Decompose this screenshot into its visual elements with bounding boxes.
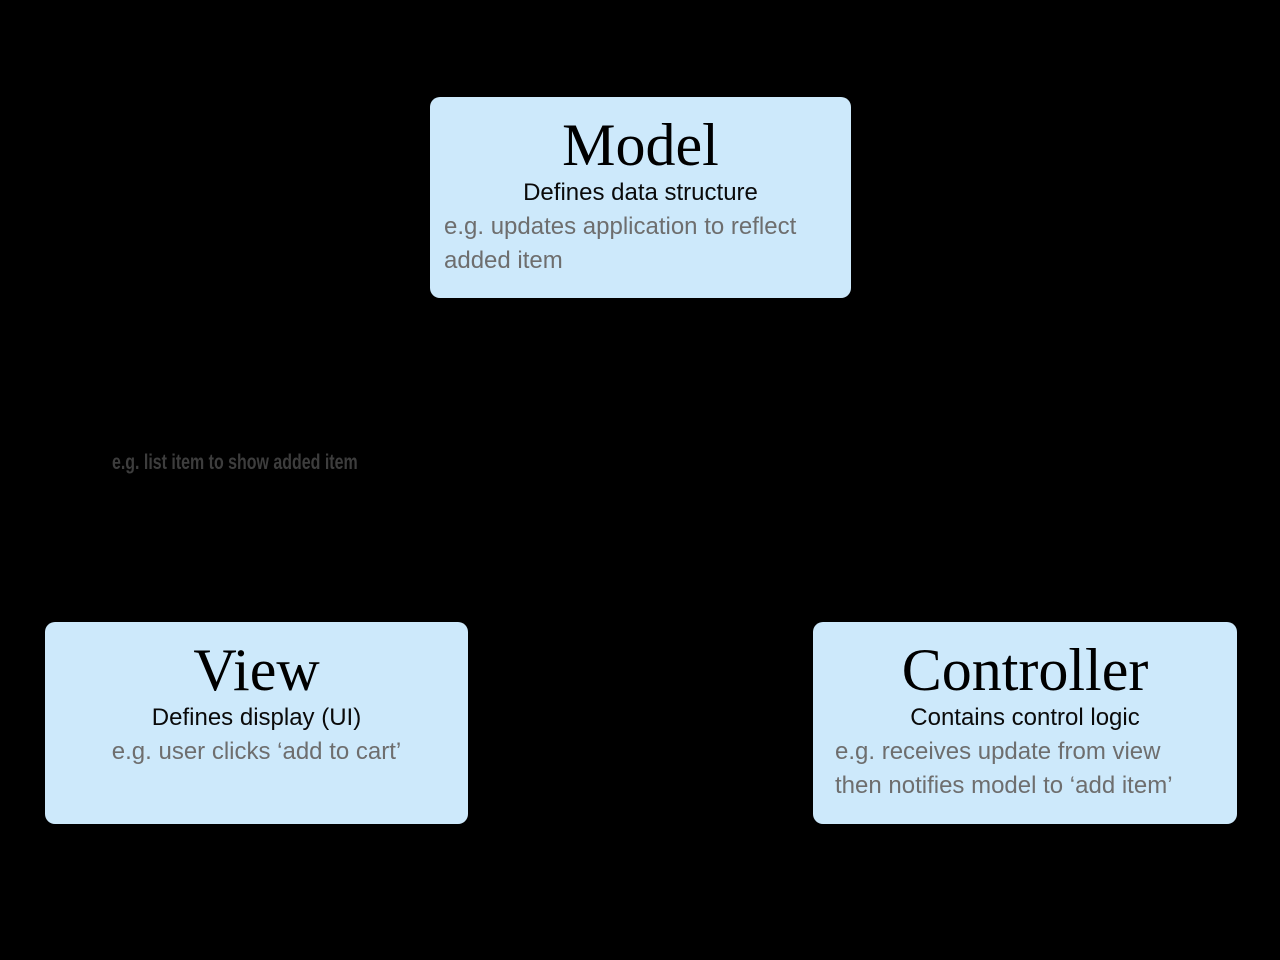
model-title: Model (562, 112, 719, 178)
model-example: e.g. updates application to reflect adde… (430, 210, 851, 278)
model-to-view-annotation: e.g. list item to show added item (112, 451, 358, 474)
controller-example: e.g. receives update from view then noti… (813, 735, 1237, 803)
view-title: View (193, 637, 320, 703)
controller-example-line-2: then notifies model to ‘add item’ (835, 772, 1173, 799)
view-subtitle: Defines display (UI) (151, 704, 362, 731)
controller-example-line-1: e.g. receives update from view (835, 738, 1161, 765)
model-example-line-2: added item (444, 247, 563, 274)
model-subtitle: Defines data structure (523, 179, 758, 206)
controller-title: Controller (901, 637, 1149, 703)
model-node: Model Defines data structure e.g. update… (430, 97, 851, 298)
model-example-line-1: e.g. updates application to reflect (444, 213, 797, 240)
view-example-line-1: e.g. user clicks ‘add to cart’ (111, 738, 402, 765)
controller-subtitle: Contains control logic (910, 704, 1140, 731)
controller-node: Controller Contains control logic e.g. r… (813, 622, 1237, 824)
view-example: e.g. user clicks ‘add to cart’ (45, 735, 468, 769)
view-node: View Defines display (UI) e.g. user clic… (45, 622, 468, 824)
